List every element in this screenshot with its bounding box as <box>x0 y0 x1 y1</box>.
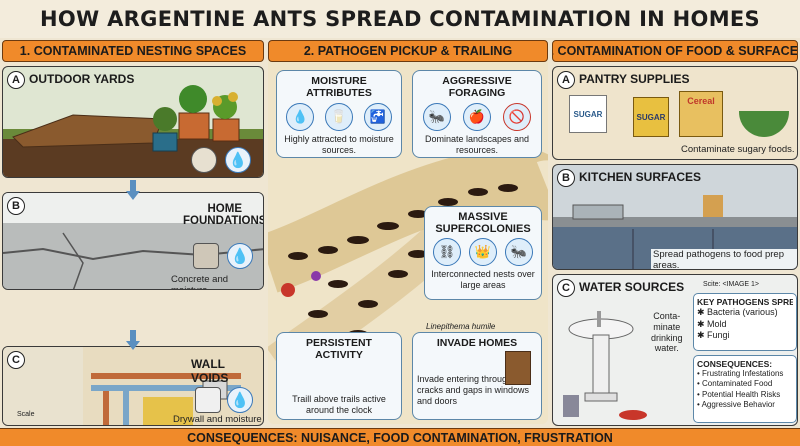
card-title: AGGRESSIVE FORAGING <box>442 75 512 99</box>
column-food-contamination: 3. CONTAMINATION OF FOOD & SURFACES A PA… <box>552 40 798 426</box>
card-massive-supercolonies: MASSIVE SUPERCOLONIES ⛓ 👑 🐜 Interconnect… <box>424 206 542 300</box>
leaking-pipe-icon: 🚰 <box>363 103 392 131</box>
card-aggressive-foraging: AGGRESSIVE FORAGING 🐜 🍎 🚫 Dominate lands… <box>412 70 542 158</box>
sink-caption-line-4: water. <box>654 343 679 354</box>
arrow-down-icon <box>126 180 140 200</box>
panel-title-line-1: HOME <box>207 203 242 215</box>
card-text: Traill above trails active around the cl… <box>292 394 386 415</box>
badge: A <box>557 71 575 89</box>
pathogens-title: KEY PATHOGENS SPREAD <box>697 297 793 307</box>
page-title: HOW ARGENTINE ANTS SPREAD CONTAMINATION … <box>0 0 800 38</box>
water-drop-icon: 💧 <box>225 147 251 173</box>
sugar-bag: SUGAR <box>569 95 607 133</box>
panel-title: WATER SOURCES <box>579 280 685 294</box>
panel-wall-voids: C WALL VOIDS 💧 Drywall and moisture Scal… <box>2 346 264 426</box>
drywall-icon <box>195 387 221 413</box>
column-header: 2. PATHOGEN PICKUP & TRAILING <box>268 40 548 62</box>
water-glass-icon: 🥛 <box>324 103 353 131</box>
card-text: Interconnected nests over large areas <box>431 269 535 290</box>
colony-icon: 🐜 <box>505 238 533 266</box>
badge: B <box>557 169 575 187</box>
pathogen-item: ✱ Bacteria (various) <box>697 307 778 317</box>
fruit-bowl <box>739 111 789 137</box>
panel-title: WALL VOIDS <box>191 357 229 385</box>
soil-icon <box>191 147 217 173</box>
card-persistent-activity: PERSISTENT ACTIVITY Traill above trails … <box>276 332 402 420</box>
card-title: MASSIVE SUPERCOLONIES <box>429 211 537 235</box>
fruit-icon: 🍎 <box>463 103 491 131</box>
panel-title: KITCHEN SURFACES <box>579 170 702 184</box>
panel-caption: Contaminate sugary foods. <box>681 144 795 155</box>
card-text: Dominate landscapes and resources. <box>424 134 530 155</box>
panel-kitchen-surfaces: B KITCHEN SURFACES Spread pathogens to f… <box>552 164 798 270</box>
footer-banner: CONSEQUENCES: NUISANCE, FOOD CONTAMINATI… <box>0 428 800 446</box>
card-title-line-2: SUPERCOLONIES <box>435 223 531 235</box>
panel-caption: Spread pathogens to food prep areas. <box>651 249 797 269</box>
scale-label: Scale <box>17 411 35 418</box>
water-drop-icon: 💧 <box>227 243 253 269</box>
pathogen-item: ✱ Fungi <box>697 330 730 341</box>
consequence-item: • Contaminated Food <box>697 379 773 389</box>
species-label: Linepithema humile <box>426 322 496 331</box>
column-header: 3. CONTAMINATION OF FOOD & SURFACES <box>552 40 798 62</box>
cereal-box: Cereal <box>679 91 723 137</box>
panel-pantry-supplies: A PANTRY SUPPLIES SUGAR SUGAR Cereal Con… <box>552 66 798 160</box>
consequences-list: • Frustrating Infestations • Contaminate… <box>697 369 793 411</box>
badge: B <box>7 197 25 215</box>
card-text: Highly attracted to moisture sources. <box>284 134 394 155</box>
yard-illustration <box>3 85 263 177</box>
card-text: Invade entering through tiny cracks and … <box>417 374 530 406</box>
panel-water-sources: C WATER SOURCES Scite: <IMAGE 1> Conta- … <box>552 274 798 426</box>
pathogens-list: ✱ Bacteria (various) ✱ Mold ✱ Fungi <box>697 307 793 342</box>
column-header: 1. CONTAMINATED NESTING SPACES <box>2 40 264 62</box>
ant-icon: 🐜 <box>423 103 451 131</box>
pathogen-item: ✱ Mold <box>697 318 727 329</box>
badge: A <box>7 71 25 89</box>
panel-title: PANTRY SUPPLIES <box>579 72 690 86</box>
arrow-down-icon <box>126 330 140 350</box>
card-moisture-attributes: MOISTURE ATTRIBUTES 💧 🥛 🚰 Highly attract… <box>276 70 402 158</box>
card-title: MOISTURE ATTRIBUTES <box>306 75 372 99</box>
panel-outdoor-yards: A OUTDOOR YARDS 💧 <box>2 66 264 178</box>
no-insect-icon: 🚫 <box>503 103 531 131</box>
card-title: PERSISTENT ACTIVITY <box>306 337 372 361</box>
consequence-item: • Frustrating Infestations <box>697 369 784 378</box>
sink-caption: Conta- minate drinking water. <box>651 311 683 354</box>
badge: C <box>7 351 25 369</box>
column-pathogen-pickup: 2. PATHOGEN PICKUP & TRAILING MOISTURE A… <box>268 40 548 424</box>
sink-caption-line-1: Conta- <box>653 311 681 321</box>
panel-caption: Drywall and moisture <box>173 414 262 425</box>
panel-title: OUTDOOR YARDS <box>29 72 135 86</box>
water-drop-icon: 💧 <box>227 387 253 413</box>
panel-home-foundations: B HOME FOUNDATIONS 💧 Concrete and moistu… <box>2 192 264 290</box>
consequence-item: • Aggressive Behavior <box>697 400 775 410</box>
panel-title-line-2: FOUNDATIONS <box>183 215 264 227</box>
door-icon <box>505 351 531 385</box>
consequence-item: • Potential Health Risks <box>697 389 781 399</box>
crown-icon: 👑 <box>469 238 497 266</box>
pathogens-box: KEY PATHOGENS SPREAD ✱ Bacteria (various… <box>693 293 797 351</box>
consequences-box: CONSEQUENCES: • Frustrating Infestations… <box>693 355 797 423</box>
panel-caption: Concrete and moisture <box>171 274 229 289</box>
water-drop-icon: 💧 <box>286 103 315 131</box>
sugar-box: SUGAR <box>633 97 669 137</box>
panel-title: HOME FOUNDATIONS <box>183 203 264 227</box>
sink-illustration <box>563 311 647 420</box>
sink-caption-line-3: drinking <box>651 332 683 343</box>
badge: C <box>557 279 575 297</box>
card-title-line-1: MASSIVE <box>458 211 508 223</box>
consequences-title: CONSEQUENCES: <box>697 359 773 369</box>
image-reference: Scite: <IMAGE 1> <box>703 281 760 288</box>
foundation-illustration <box>3 193 263 289</box>
network-icon: ⛓ <box>433 238 461 266</box>
sink-caption-line-2: minate <box>653 321 681 332</box>
card-title: INVADE HOMES <box>436 337 518 349</box>
card-invade-homes: INVADE HOMES Invade entering through tin… <box>412 332 542 420</box>
column-nesting-spaces: 1. CONTAMINATED NESTING SPACES A OUTDOOR… <box>2 40 264 426</box>
concrete-icon <box>193 243 219 269</box>
